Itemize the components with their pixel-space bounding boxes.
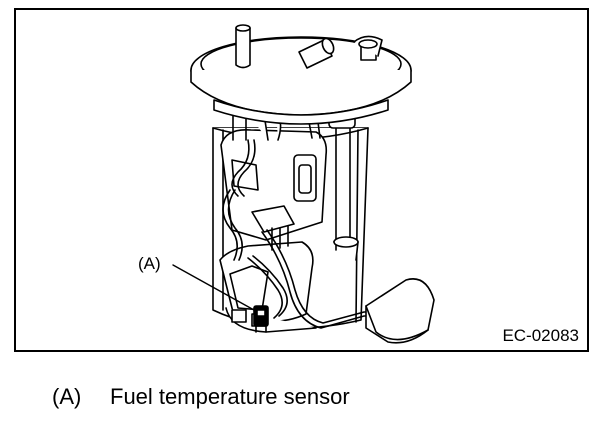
figure-frame: (A) EC-02083 [14,8,589,352]
figure-code: EC-02083 [502,326,579,345]
top-tubes [235,24,383,69]
legend-text: Fuel temperature sensor [110,384,350,409]
callout-label-a: (A) [138,254,161,273]
pump-flange [190,36,412,125]
fuel-pump-assembly-drawing [172,24,435,344]
callout-leader-line [172,264,255,311]
wiring-harness [222,139,385,329]
legend-key: (A) [52,384,82,409]
fuel-temperature-sensor [253,305,269,333]
legend: (A) Fuel temperature sensor [52,384,350,410]
fuel-level-float [365,278,435,344]
